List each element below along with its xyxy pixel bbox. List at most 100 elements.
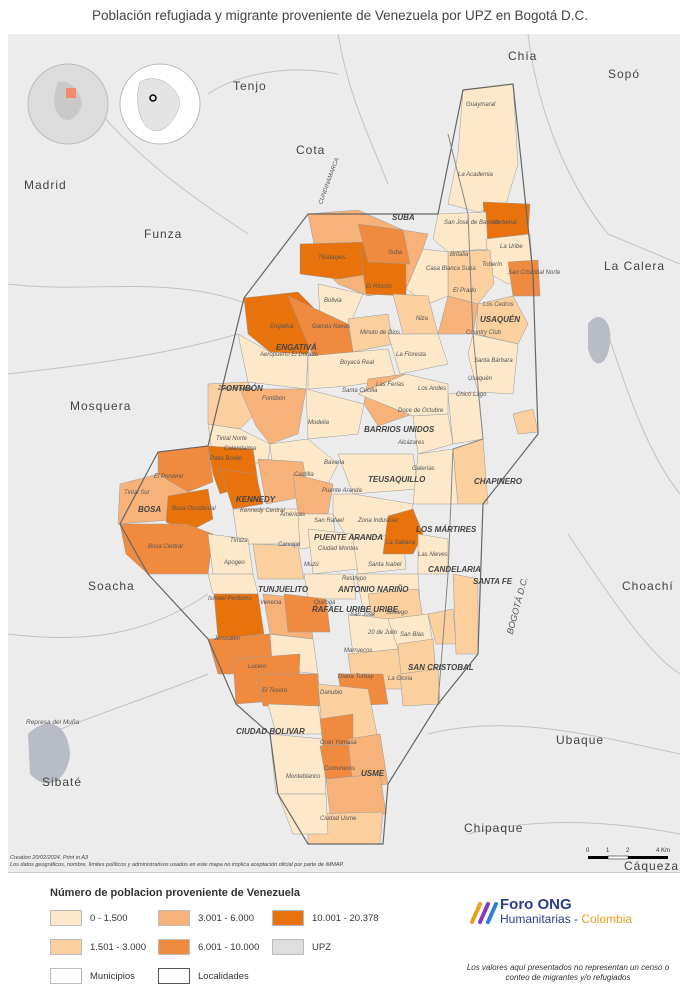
upz-label: Américas bbox=[279, 512, 305, 518]
upz-label: Boyacá Real bbox=[340, 360, 375, 366]
upz-polygons[interactable] bbox=[117, 83, 541, 845]
upz-label: Gran Yomasa bbox=[320, 740, 357, 746]
credit-disclaimer: Los datos geográficos, nombre, límites p… bbox=[10, 862, 345, 868]
upz-label: Casa Blanca Suba bbox=[426, 266, 476, 272]
localidad-label: TUNJUELITO bbox=[258, 585, 309, 594]
upz-label: Las Ferias bbox=[376, 382, 404, 388]
upz-label: Las Nieves bbox=[418, 552, 448, 558]
localidad-label: CIUDAD BOLIVAR bbox=[236, 727, 305, 736]
foro-ong-logo: Foro ONG Humanitarias - Colombia bbox=[468, 897, 632, 927]
upz-label: Kennedy Central bbox=[240, 508, 285, 514]
upz-label: Ismael Perdomo bbox=[208, 596, 252, 602]
upz-label: El Porvenir bbox=[154, 474, 184, 480]
scale-bar: 0 1 2 4 Km bbox=[586, 848, 670, 860]
upz-label: La Gloria bbox=[388, 676, 413, 682]
localidad-label: RAFAEL URIBE URIBE bbox=[312, 605, 399, 614]
upz-label: Suba bbox=[388, 250, 403, 256]
legend-label: UPZ bbox=[312, 941, 331, 953]
upz-label: El Prado bbox=[453, 288, 477, 294]
upz-label: Galerías bbox=[412, 466, 435, 472]
scale-label: 2 bbox=[626, 848, 630, 854]
localidad-label: SAN CRISTOBAL bbox=[408, 663, 474, 672]
upz-label: San Blas bbox=[400, 632, 424, 638]
logo-line1: Foro ONG bbox=[500, 896, 572, 913]
scale-label: 4 Km bbox=[656, 848, 670, 854]
legend-label: 1.501 - 3.000 bbox=[90, 941, 146, 953]
upz-label: Modelia bbox=[308, 420, 330, 426]
legend-item: 6.001 - 10.000 bbox=[158, 939, 259, 955]
map-canvas[interactable]: Chía Sopó Tenjo Cota Madrid Funza La Cal… bbox=[8, 34, 680, 872]
upz-label: Alcázares bbox=[397, 440, 424, 446]
upz-label: Ciudad Montes bbox=[318, 546, 358, 552]
upz-label: Lucero bbox=[248, 664, 267, 670]
legend-swatch bbox=[158, 968, 190, 984]
town-label: Cota bbox=[296, 143, 325, 157]
upz-label: Patio Bonito bbox=[210, 456, 243, 462]
localidad-label: ANTONIO NARIÑO bbox=[337, 585, 409, 594]
upz-label: La Floresta bbox=[396, 352, 427, 358]
upz-label: Santa Cecilia bbox=[342, 388, 378, 394]
logo-line2: Humanitarias - bbox=[500, 912, 582, 926]
localidad-label: CANDELARIA bbox=[428, 565, 481, 574]
upz-label: Guaymaral bbox=[466, 102, 496, 108]
upz-label: Zona Industrial bbox=[357, 518, 398, 524]
legend-swatch bbox=[50, 910, 82, 926]
upz-label: Jerusalén bbox=[213, 636, 241, 642]
upz-label: Zona Franca bbox=[217, 386, 253, 392]
upz-label: Tintal Sur bbox=[124, 490, 151, 496]
upz-label: Niza bbox=[416, 316, 429, 322]
localidad-label: SUBA bbox=[392, 213, 415, 222]
disclaimer: Los valores aquí presentados no represen… bbox=[466, 963, 670, 982]
legend-title: Número de poblacion proveniente de Venez… bbox=[50, 887, 301, 899]
legend-swatch bbox=[272, 910, 304, 926]
upz-label: Bavaria bbox=[324, 460, 345, 466]
town-label: Sopó bbox=[608, 67, 640, 81]
upz-label: Carvajal bbox=[278, 542, 301, 548]
legend-item: 10.001 - 20.378 bbox=[272, 910, 379, 926]
town-label: Ubaque bbox=[556, 733, 604, 747]
upz-label: Toberín bbox=[482, 262, 503, 268]
upz-label: Los Cedros bbox=[483, 302, 514, 308]
town-label: Sibaté bbox=[42, 775, 82, 789]
legend-swatch bbox=[272, 939, 304, 955]
upz-label: Santa Isabel bbox=[368, 562, 402, 568]
bogota-boundary bbox=[119, 83, 539, 845]
localidad-label: KENNEDY bbox=[236, 495, 276, 504]
upz-label: Chicó Lago bbox=[456, 392, 487, 398]
town-label: Chía bbox=[508, 49, 537, 63]
localidad-label: SANTA FE bbox=[473, 577, 513, 586]
upz-label: Venecia bbox=[260, 600, 282, 606]
legend: Número de poblacion proveniente de Venez… bbox=[8, 872, 680, 999]
localidad-label: LOS MÁRTIRES bbox=[416, 525, 477, 534]
localidad-label: BOSA bbox=[138, 505, 161, 514]
upz-label: Calandaima bbox=[224, 446, 257, 452]
upz-label: El Tesoro bbox=[262, 688, 288, 694]
upz-label: Bosa Central bbox=[148, 544, 183, 550]
upz-label: Santa Bárbara bbox=[474, 358, 513, 364]
inset-colombia bbox=[66, 88, 76, 98]
upz-label: Danubio bbox=[320, 690, 343, 696]
town-label: Madrid bbox=[24, 178, 67, 192]
scale-label: 0 bbox=[586, 848, 590, 854]
legend-label: Municipios bbox=[90, 970, 135, 982]
upz-label: Los Andes bbox=[418, 386, 446, 392]
legend-item: UPZ bbox=[272, 939, 331, 955]
town-label: Mosquera bbox=[70, 399, 131, 413]
upz-label: San José bbox=[350, 612, 376, 618]
upz-label: 20 de Julio bbox=[367, 630, 398, 636]
reservoir-label: Represa del Muña bbox=[26, 719, 79, 726]
localidad-label: PUENTE ARANDA bbox=[314, 533, 383, 542]
legend-label: 0 - 1.500 bbox=[90, 912, 128, 924]
upz-label: Comuneros bbox=[324, 766, 355, 772]
upz-label: Bosa Occidental bbox=[172, 506, 216, 512]
legend-item: 1.501 - 3.000 bbox=[50, 939, 146, 955]
localidad-label: BARRIOS UNIDOS bbox=[364, 425, 435, 434]
upz-label: Monteblanco bbox=[286, 774, 321, 780]
localidad-label: CHAPINERO bbox=[474, 477, 523, 486]
upz-label: Country Club bbox=[466, 330, 502, 336]
upz-label: Apogeo bbox=[223, 560, 245, 566]
upz-label: La Academia bbox=[458, 172, 493, 178]
upz-label: San José de Bavaria bbox=[444, 220, 500, 226]
choropleth-map[interactable]: Chía Sopó Tenjo Cota Madrid Funza La Cal… bbox=[8, 34, 680, 872]
localidad-label: ENGATIVÁ bbox=[276, 343, 317, 352]
